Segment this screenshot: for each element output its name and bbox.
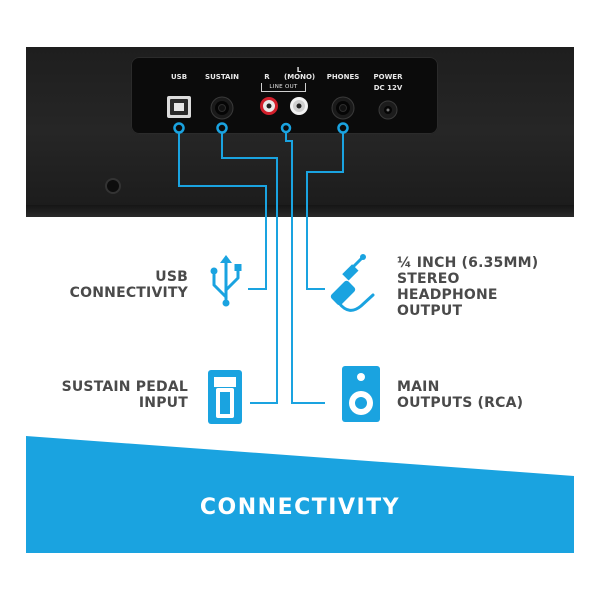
usb-connectivity-label: USB CONNECTIVITY [70, 269, 188, 301]
sustain-pedal-input-label: SUSTAIN PEDAL INPUT [62, 379, 188, 411]
keyboard-foot [105, 178, 121, 194]
port-label-power: POWER [373, 73, 403, 81]
phones-port-marker [337, 122, 349, 134]
main-label-line-1: MAIN [397, 379, 440, 395]
usb-icon [210, 255, 242, 307]
headphone-label-line-2: STEREO [397, 271, 460, 287]
headphone-label-line-4: OUTPUT [397, 303, 463, 319]
rca-right-jack [260, 97, 278, 115]
connector-lines [178, 128, 344, 404]
sustain-port-marker [216, 122, 228, 134]
port-label-phones: PHONES [326, 73, 360, 81]
speaker-icon [342, 366, 380, 422]
main-outputs-connector-line [285, 131, 325, 404]
headphone-label-line-3: HEADPHONE [397, 287, 498, 303]
usb-connector-line [178, 128, 267, 290]
banner-title: CONNECTIVITY [199, 495, 401, 520]
headphone-label-line-1: ¼ INCH (6.35MM) [397, 255, 539, 271]
port-label-usb: USB [170, 73, 188, 81]
rear-connector-panel [131, 57, 438, 134]
power-jack [378, 100, 398, 120]
usb-b-port [167, 96, 191, 118]
port-label-mono: (MONO) [284, 73, 316, 81]
connectivity-banner [26, 436, 574, 553]
usb-label-line-2: CONNECTIVITY [69, 285, 188, 301]
main-label-line-2: OUTPUTS (RCA) [397, 395, 524, 411]
usb-port-marker [173, 122, 185, 134]
phones-connector-line [306, 128, 344, 290]
sustain-jack [210, 96, 234, 120]
main-outputs-port-marker [280, 122, 292, 134]
phones-jack [331, 96, 355, 120]
usb-label-line-1: USB [155, 269, 188, 285]
port-label-sustain: SUSTAIN [205, 73, 239, 81]
sustain-connector-line [221, 128, 278, 404]
main-outputs-label: MAIN OUTPUTS (RCA) [397, 379, 523, 411]
headphone-plug-icon [330, 254, 375, 312]
rca-left-jack [290, 97, 308, 115]
line-out-bracket: LINE OUT [261, 83, 306, 92]
sustain-label-line-1: SUSTAIN PEDAL [61, 379, 188, 395]
headphone-output-label: ¼ INCH (6.35MM) STEREO HEADPHONE OUTPUT [397, 255, 538, 319]
port-markers [173, 122, 349, 134]
port-label-l: L [296, 66, 302, 74]
keyboard-bottom-edge [26, 205, 574, 217]
port-label-r: R [264, 73, 270, 81]
sustain-pedal-icon [208, 370, 242, 424]
sustain-label-line-2: INPUT [138, 395, 188, 411]
port-label-dc: DC 12V [373, 84, 403, 92]
